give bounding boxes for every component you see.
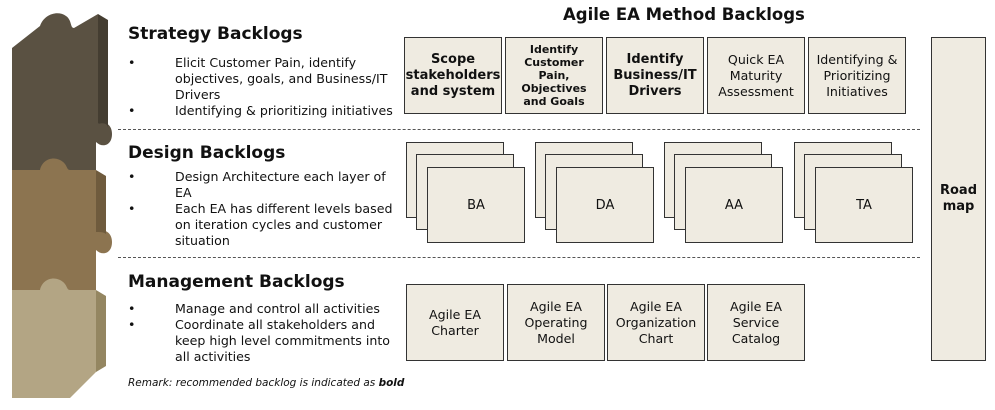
list-item: Design Architecture each layer of EA bbox=[128, 169, 396, 201]
backlog-identify-customer-pain: Identify Customer Pain, Objectives and G… bbox=[505, 37, 603, 114]
remark-text: Remark: recommended backlog is indicated… bbox=[128, 377, 379, 389]
puzzle-piece-light bbox=[12, 278, 96, 398]
design-bullets: Design Architecture each layer of EA Eac… bbox=[128, 169, 396, 249]
section-divider bbox=[118, 129, 920, 130]
backlog-service-catalog: Agile EA Service Catalog bbox=[707, 284, 805, 361]
backlog-ea-charter: Agile EA Charter bbox=[406, 284, 504, 361]
list-item: Identifying & prioritizing initiatives bbox=[128, 103, 396, 119]
strategy-bullets: Elicit Customer Pain, identify objective… bbox=[128, 55, 396, 119]
remark-bold-word: bold bbox=[378, 377, 405, 389]
strategy-title: Strategy Backlogs bbox=[128, 24, 303, 44]
backlog-scope-stakeholders: Scope stakeholders and system bbox=[404, 37, 502, 114]
backlog-prioritizing-initiatives: Identifying & Prioritizing Initiatives bbox=[808, 37, 906, 114]
ba-sheet-front: BA bbox=[427, 167, 525, 243]
section-divider bbox=[118, 257, 920, 258]
puzzle-pieces-icon bbox=[12, 13, 112, 398]
puzzle-piece-mid bbox=[12, 158, 112, 290]
roadmap-box: Road map bbox=[931, 37, 986, 361]
list-item: Manage and control all activities bbox=[128, 301, 396, 317]
backlog-organization-chart: Agile EA Organization Chart bbox=[607, 284, 705, 361]
page-title: Agile EA Method Backlogs bbox=[563, 5, 805, 24]
da-sheet-front: DA bbox=[556, 167, 654, 243]
management-title: Management Backlogs bbox=[128, 272, 345, 292]
backlog-operating-model: Agile EA Operating Model bbox=[507, 284, 605, 361]
list-item: Coordinate all stakeholders and keep hig… bbox=[128, 317, 396, 365]
backlog-maturity-assessment: Quick EA Maturity Assessment bbox=[707, 37, 805, 114]
aa-sheet-front: AA bbox=[685, 167, 783, 243]
backlog-identify-drivers: Identify Business/IT Drivers bbox=[606, 37, 704, 114]
puzzle-piece-dark bbox=[12, 13, 112, 171]
list-item: Elicit Customer Pain, identify objective… bbox=[128, 55, 396, 103]
management-bullets: Manage and control all activities Coordi… bbox=[128, 301, 396, 365]
design-title: Design Backlogs bbox=[128, 143, 286, 163]
ta-sheet-front: TA bbox=[815, 167, 913, 243]
remark-note: Remark: recommended backlog is indicated… bbox=[128, 377, 404, 389]
list-item: Each EA has different levels based on it… bbox=[128, 201, 396, 249]
